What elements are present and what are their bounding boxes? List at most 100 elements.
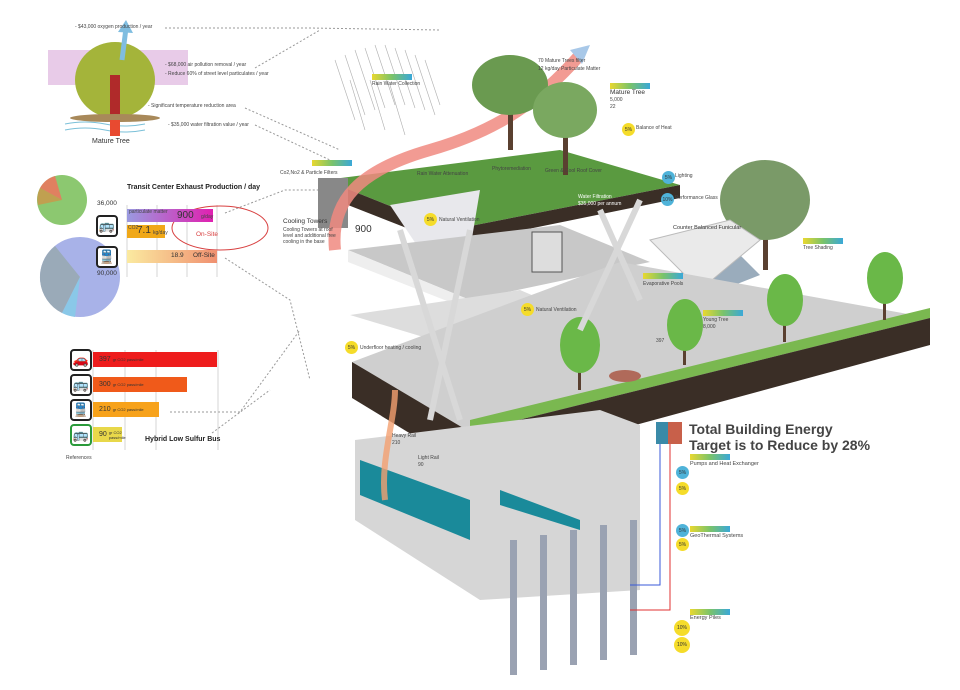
- light-rail-label: Light Rail: [418, 455, 439, 461]
- mature-tree-illustration: [48, 20, 188, 136]
- pumps-pct-2: 5%: [676, 482, 689, 495]
- glass-pct: 10%: [661, 193, 674, 206]
- light-rail-value: 90: [418, 462, 424, 468]
- co2-bar: CO2 7.1 kg/day: [127, 225, 168, 238]
- tree-shading-label: Tree Shading: [803, 245, 833, 251]
- mature-tree-value-1: 5,000: [610, 97, 623, 103]
- references-note: References: [66, 455, 92, 461]
- water-filtration-label: Water Filtration: [578, 194, 612, 200]
- hybrid-bus-icon: 🚌: [70, 424, 92, 446]
- emission-unit: gr CO2 pass/mile: [112, 382, 144, 387]
- oxygen-text: - $43,000 oxygen production / year: [75, 24, 153, 30]
- emission-value: 300: [99, 381, 111, 388]
- mature-tree-label: Mature Tree: [610, 89, 646, 96]
- evaporative-pools-label: Evaporative Pools: [643, 281, 684, 287]
- exhaust-chart-title: Transit Center Exhaust Production / day: [127, 184, 261, 191]
- train-icon: 🚆: [96, 246, 118, 268]
- particulate-bar: particulate matter 900 g/day: [127, 209, 214, 222]
- natural-ventilation-1: Natural Ventilation: [439, 217, 480, 223]
- bus-icon: 🚌: [70, 374, 92, 396]
- glass-label: Performance Glass: [675, 195, 718, 201]
- emission-unit: gr CO2 pass/mile: [108, 429, 126, 440]
- cooling-value: 900: [355, 224, 372, 235]
- balance-heat-label: Balance of Heat: [636, 125, 672, 131]
- natural-ventilation-2: Natural Ventilation: [536, 307, 577, 313]
- light-rail-train: [500, 490, 580, 530]
- on-site-label: On-Site: [196, 231, 219, 238]
- rain-collection-label: Rain Water Collection: [372, 81, 421, 87]
- water-text: - $35,000 water filtration value / year: [168, 122, 249, 128]
- train-icon: 🚆: [70, 399, 92, 421]
- young-tree-value: 8,000: [703, 324, 716, 330]
- energy-piles-label: Energy Piles: [690, 615, 721, 621]
- geothermal-label: GeoThermal Systems: [690, 533, 744, 539]
- bus-level-slab: [348, 225, 650, 300]
- temperature-text: - Significant temperature reduction area: [148, 103, 236, 109]
- roof-trees: [472, 55, 810, 270]
- balance-heat-pct: 5%: [622, 123, 635, 136]
- water-filtration-value: $35,000 per annum: [578, 201, 622, 207]
- young-tree-label: Young Tree: [703, 317, 729, 323]
- geo-pct-2: 5%: [676, 538, 689, 551]
- filters-label: Co2,No2 & Particle Filters: [280, 170, 338, 176]
- emission-unit: gr CO2 pass/mile: [112, 407, 144, 412]
- energy-title-1: Total Building Energy: [689, 421, 833, 437]
- mature-trees-filter: 70 Mature Trees filter: [538, 58, 586, 64]
- car-icon: 🚗: [70, 349, 92, 371]
- piles-pct-2: 10%: [674, 637, 690, 653]
- lighting-pct: 5%: [662, 171, 675, 184]
- geo-pct-1: 5%: [676, 524, 689, 537]
- heavy-rail-label: Heavy Rail: [392, 433, 417, 439]
- lighting-label: Lighting: [675, 173, 693, 179]
- pumps-pct-1: 5%: [676, 466, 689, 479]
- bus-riders-pie: [37, 175, 87, 225]
- pollution-text: - $68,000 air pollution removal / year: [165, 62, 247, 68]
- structural-columns: [397, 198, 643, 421]
- pumps-label: Pumps and Heat Exchanger: [690, 461, 759, 467]
- vent-pct-badge-2: 5%: [521, 303, 534, 316]
- heavy-rail-value: 210: [392, 440, 401, 446]
- leader-lines: [165, 27, 441, 434]
- street-trees: [560, 252, 903, 390]
- on-site-ellipse: [171, 205, 269, 251]
- underfloor-pct-badge: 5%: [345, 341, 358, 354]
- particulates-text: - Reduce 60% of street level particulate…: [165, 71, 269, 77]
- car: [609, 370, 641, 382]
- green-roof-label: Green & Cool Roof Cover: [545, 168, 602, 174]
- bus-riders-value: 36,000: [97, 200, 117, 207]
- underground-rail-levels: [355, 410, 640, 600]
- piles-pct-1: 10%: [674, 620, 690, 636]
- rain-icon: [334, 44, 441, 136]
- underfloor-label: Underfloor heating / cooling: [360, 345, 422, 351]
- cooling-towers-desc: Cooling Towers at roof level and additio…: [283, 227, 336, 245]
- vent-pct-badge: 5%: [424, 213, 437, 226]
- mature-tree-title: Mature Tree: [92, 138, 130, 145]
- emission-unit: gr CO2 pass/mile: [112, 357, 144, 362]
- energy-piles: [510, 520, 637, 675]
- funicular-label: Counter Balanced Funicular: [673, 225, 742, 231]
- bus-icon: 🚌: [96, 215, 118, 237]
- bus: [531, 231, 563, 273]
- emission-value: 210: [99, 406, 111, 413]
- rain-attenuation-label: Rain Water Attenuation: [417, 171, 469, 177]
- emission-value: 397: [99, 356, 111, 363]
- off-site-bar: 18.9 Off-Site: [127, 250, 217, 263]
- emission-value: 90: [99, 431, 107, 438]
- heavy-rail-train: [360, 460, 470, 540]
- energy-title-2: Target is to Reduce by 28%: [689, 437, 871, 453]
- hybrid-bus-label: Hybrid Low Sulfur Bus: [145, 436, 221, 443]
- cold-pipe: [630, 425, 661, 586]
- mature-tree-value-2: 22: [610, 104, 616, 110]
- hot-pipe: [630, 425, 671, 611]
- car-emission-value: 397: [656, 338, 665, 344]
- cooling-towers-label: Cooling Towers: [283, 218, 328, 225]
- phytoremediation-label: Phytoremediation: [492, 166, 531, 172]
- mature-trees-filter-2: 12 kg/day Particulate Matter: [538, 66, 601, 72]
- green-roof: [325, 150, 680, 230]
